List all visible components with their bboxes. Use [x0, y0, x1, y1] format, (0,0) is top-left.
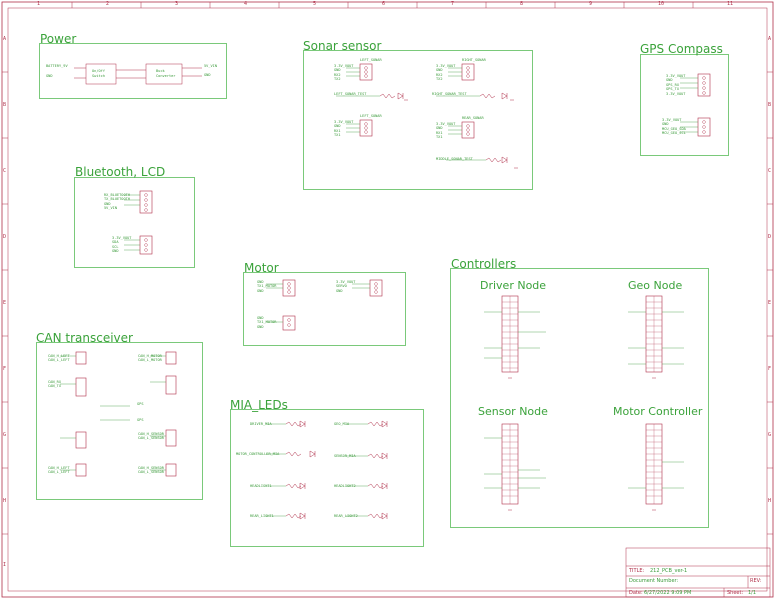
column-label: 3 [175, 1, 179, 7]
sheet-label: Sheet: [727, 590, 744, 596]
row-label: D [3, 234, 7, 240]
led-label: HEADLIGHT1 [250, 484, 272, 488]
servo-pins: 3.3V_VOUT SERVO GND [336, 280, 356, 293]
led-label: HEADLIGHT2 [334, 484, 356, 488]
sonar-part: LEFT_SONAR [360, 58, 382, 62]
can-label: CAN_H_LEFT CAN_L_LEFT [48, 354, 70, 363]
can-label: CAN_H_MOTOR CAN_L_MOTOR [138, 354, 162, 363]
power-title: Power [40, 32, 77, 46]
power-label: GND [204, 73, 211, 77]
sensor-node-title: Sensor Node [478, 405, 548, 418]
esc-pins: GND TX1_MOTOR GND [257, 316, 277, 329]
motor-controller-title: Motor Controller [613, 405, 703, 418]
row-label: C [768, 168, 772, 174]
gps-block[interactable] [640, 54, 729, 156]
row-label: G [768, 432, 772, 438]
sonar-pins: 3.3V_VOUT GND RX1 TX1 [334, 120, 354, 138]
led-label: REAR_LIGHT2 [334, 514, 358, 518]
gps-pins: 3.3V_VOUT GND GPS_RX GPS_TX 3.3V_VOUT [666, 74, 686, 96]
column-label: 1 [37, 1, 41, 7]
sonar-pins: 3.3V_VOUT GND RX1 TX1 [436, 122, 456, 140]
row-label: F [768, 366, 772, 372]
column-label: 9 [589, 1, 593, 7]
row-label: A [768, 36, 772, 42]
can-label: GPS [137, 418, 144, 422]
led-label: REAR_LIGHT1 [250, 514, 274, 518]
sonar-test: MIDDLE_SONAR_TEST [436, 157, 473, 161]
column-label: 6 [382, 1, 386, 7]
power-label: 5V_VIN [204, 64, 217, 68]
column-label: 2 [106, 1, 110, 7]
sonar-test: RIGHT_SONAR_TEST [432, 92, 467, 96]
sonar-test: LEFT_SONAR_TEST [334, 92, 367, 96]
date-value: 6/27/2022 9:09 PM [644, 590, 692, 596]
title-value: 212_PCB_ver-1 [650, 568, 688, 574]
row-label: E [768, 300, 772, 306]
sonar-block[interactable] [303, 50, 533, 190]
motor-title: Motor [244, 261, 279, 275]
row-label: C [3, 168, 7, 174]
document-number-label: Document Number: [629, 578, 679, 584]
motor-block[interactable] [243, 272, 406, 346]
row-label: E [3, 300, 7, 306]
bluetooth-title: Bluetooth, LCD [75, 165, 166, 179]
geo-node-title: Geo Node [628, 279, 683, 292]
gps-title: GPS Compass [640, 42, 723, 56]
switch-label: Switch [92, 74, 105, 78]
led-label: MOTOR_CONTROLLER_MIA [236, 452, 280, 456]
column-label: 8 [520, 1, 524, 7]
can-title: CAN transceiver [36, 331, 133, 345]
row-label: A [3, 36, 7, 42]
buck-label: Buck [156, 69, 165, 73]
led-label: DRIVER_MIA [250, 422, 272, 426]
power-label: GND [46, 74, 53, 78]
power-block[interactable] [39, 43, 227, 99]
column-label: 4 [244, 1, 248, 7]
led-label: SENSOR_MIA [334, 454, 356, 458]
sheet-value: 1/1 [748, 590, 757, 596]
can-label: GPS [137, 402, 144, 406]
driver-node-title: Driver Node [480, 279, 547, 292]
controllers-title: Controllers [451, 257, 517, 271]
can-label: CAN_H_SENSOR CAN_L_SENSOR [138, 432, 164, 441]
row-label: I [3, 562, 7, 568]
column-label: 5 [313, 1, 317, 7]
column-label: 11 [727, 1, 734, 7]
can-label: CAN_H_LEFT CAN_L_LEFT [48, 466, 70, 475]
bluetooth-lcd-block[interactable] [74, 177, 195, 268]
switch-label: On/Off [92, 69, 105, 73]
row-label: H [3, 498, 7, 504]
sonar-part: LEFT_SONAR [360, 114, 382, 118]
sonar-part: REAR_SONAR [462, 116, 484, 120]
sonar-title: Sonar sensor [303, 39, 382, 53]
mia-leds-title: MIA_LEDs [230, 398, 288, 412]
rev-label: REV: [750, 578, 762, 584]
sonar-pins: 3.3V_VOUT GND RX2 TX2 [436, 64, 456, 82]
motor-pins: GND TX1_MOTOR GND [257, 280, 277, 293]
row-label: H [768, 498, 772, 504]
row-label: B [768, 102, 772, 108]
row-label: F [3, 366, 7, 372]
can-label: CAN_RX CAN_TX [48, 380, 61, 389]
power-label: BATTERY_9V [46, 64, 68, 68]
title-label: TITLE: [629, 568, 645, 574]
controllers-block[interactable] [450, 268, 709, 528]
gps-pins: 3.3V_VOUT GND MCU_GEO_SDA MCU_GEO_SCL [662, 118, 686, 136]
date-label: Date: [629, 590, 643, 596]
sonar-pins: 3.3V_VOUT GND RX2 TX2 [334, 64, 354, 82]
led-label: GEO_MIA [334, 422, 350, 426]
lcd-pins: 3.3V_VOUT SDA SCL GND [112, 236, 132, 254]
can-label: CAN_H_SENSOR CAN_L_SENSOR [138, 466, 164, 475]
column-label: 7 [451, 1, 455, 7]
mia-leds-block[interactable] [230, 409, 424, 547]
column-label: 10 [658, 1, 665, 7]
can-block[interactable] [36, 342, 203, 500]
buck-label: Converter [156, 74, 176, 78]
bt-pins: RX_BLUETOOTH TX_BLUETOOTH GND 5V_VIN [104, 193, 130, 211]
row-label: D [768, 234, 772, 240]
row-label: G [3, 432, 7, 438]
row-label: B [3, 102, 7, 108]
sonar-part: RIGHT_SONAR [462, 58, 486, 62]
